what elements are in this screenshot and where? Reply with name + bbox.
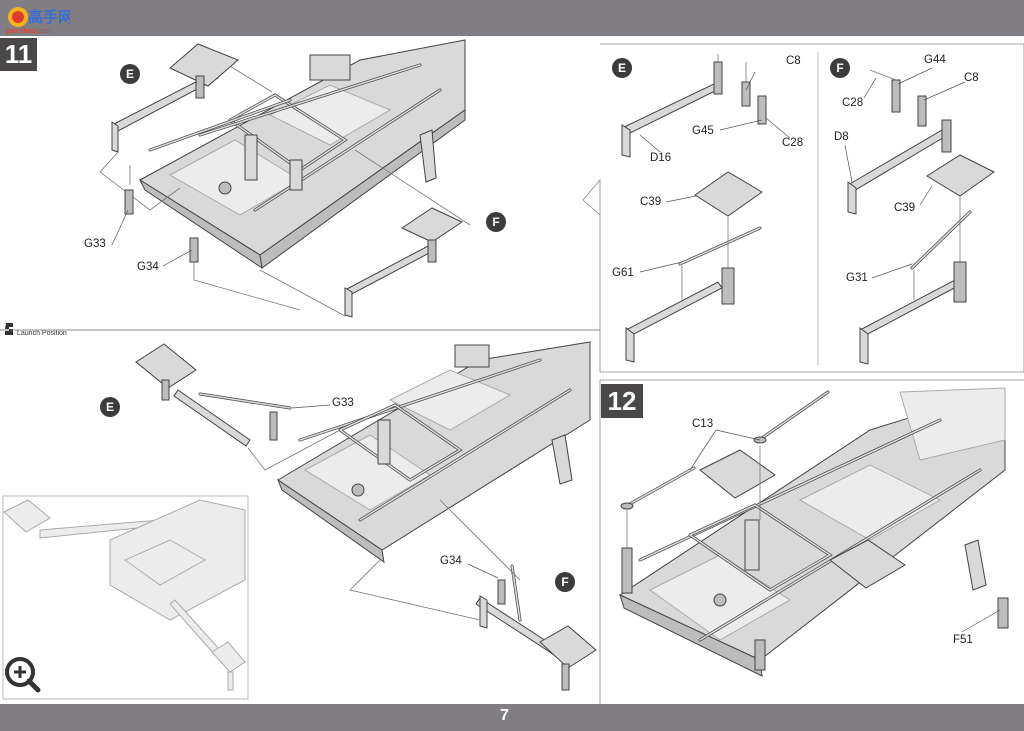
label-G34-step11: G34 xyxy=(137,261,159,273)
magnify-plus-icon xyxy=(4,656,42,699)
step-11-badge: 11 xyxy=(0,38,37,71)
label-C8-detailF: C8 xyxy=(964,72,979,84)
callout-E-detail: E xyxy=(612,58,632,78)
callout-F-launch: F xyxy=(555,572,575,592)
label-C28-detailE: C28 xyxy=(782,137,804,149)
detail-F-drawing xyxy=(847,69,995,365)
label-G33-step11: G33 xyxy=(84,238,106,250)
label-G45-detailE: G45 xyxy=(692,125,714,137)
label-C13-step12: C13 xyxy=(692,418,714,430)
step-12-badge: 12 xyxy=(601,384,643,418)
label-G33-launch: G33 xyxy=(332,397,354,409)
launch-rail-E xyxy=(135,343,341,471)
footer-band xyxy=(0,704,1024,731)
label-C28-detailF: C28 xyxy=(842,97,864,109)
label-G31-detailF: G31 xyxy=(846,272,868,284)
watermark-url: gao-shou.com xyxy=(6,28,51,35)
step11-guides-G xyxy=(129,165,301,311)
label-G34-launch: G34 xyxy=(440,555,462,567)
label-F51-step12: F51 xyxy=(953,634,973,646)
inset-frame xyxy=(2,495,249,700)
callout-F-step11: F xyxy=(486,212,506,232)
label-C39-detailF: C39 xyxy=(894,202,916,214)
launch-chassis xyxy=(276,341,591,564)
step11-rail-F xyxy=(259,149,471,318)
launch-position-icon xyxy=(4,322,16,341)
label-D8-detailF: D8 xyxy=(834,131,849,143)
label-G44-detailF: G44 xyxy=(924,54,946,66)
callout-E-step11: E xyxy=(120,64,140,84)
watermark-logo: 高手网 gao-shou.com xyxy=(4,5,73,40)
launch-position-label: Launch Position xyxy=(17,330,67,337)
label-D16-detailE: D16 xyxy=(650,152,672,164)
label-C8-detailE: C8 xyxy=(786,55,801,67)
inset-drawing xyxy=(3,499,246,691)
step12-chassis xyxy=(618,387,1009,677)
callout-F-detail: F xyxy=(830,58,850,78)
part-G34-drawing xyxy=(189,237,199,263)
watermark-chars: 高手网 xyxy=(28,8,70,26)
label-G61-detailE: G61 xyxy=(612,267,634,279)
page-number: 7 xyxy=(500,707,509,724)
step11-chassis xyxy=(138,39,466,270)
leader-lines xyxy=(111,67,1001,633)
callout-E-launch: E xyxy=(100,397,120,417)
launch-rail-F xyxy=(349,499,597,691)
part-G33-drawing xyxy=(124,189,134,215)
label-C39-detailE: C39 xyxy=(640,196,662,208)
step11-rail-E xyxy=(99,43,273,211)
detail-E-drawing xyxy=(621,54,767,363)
header-band xyxy=(0,0,1024,36)
step12-rods-C13 xyxy=(620,390,830,548)
detail-frame xyxy=(582,43,1024,373)
